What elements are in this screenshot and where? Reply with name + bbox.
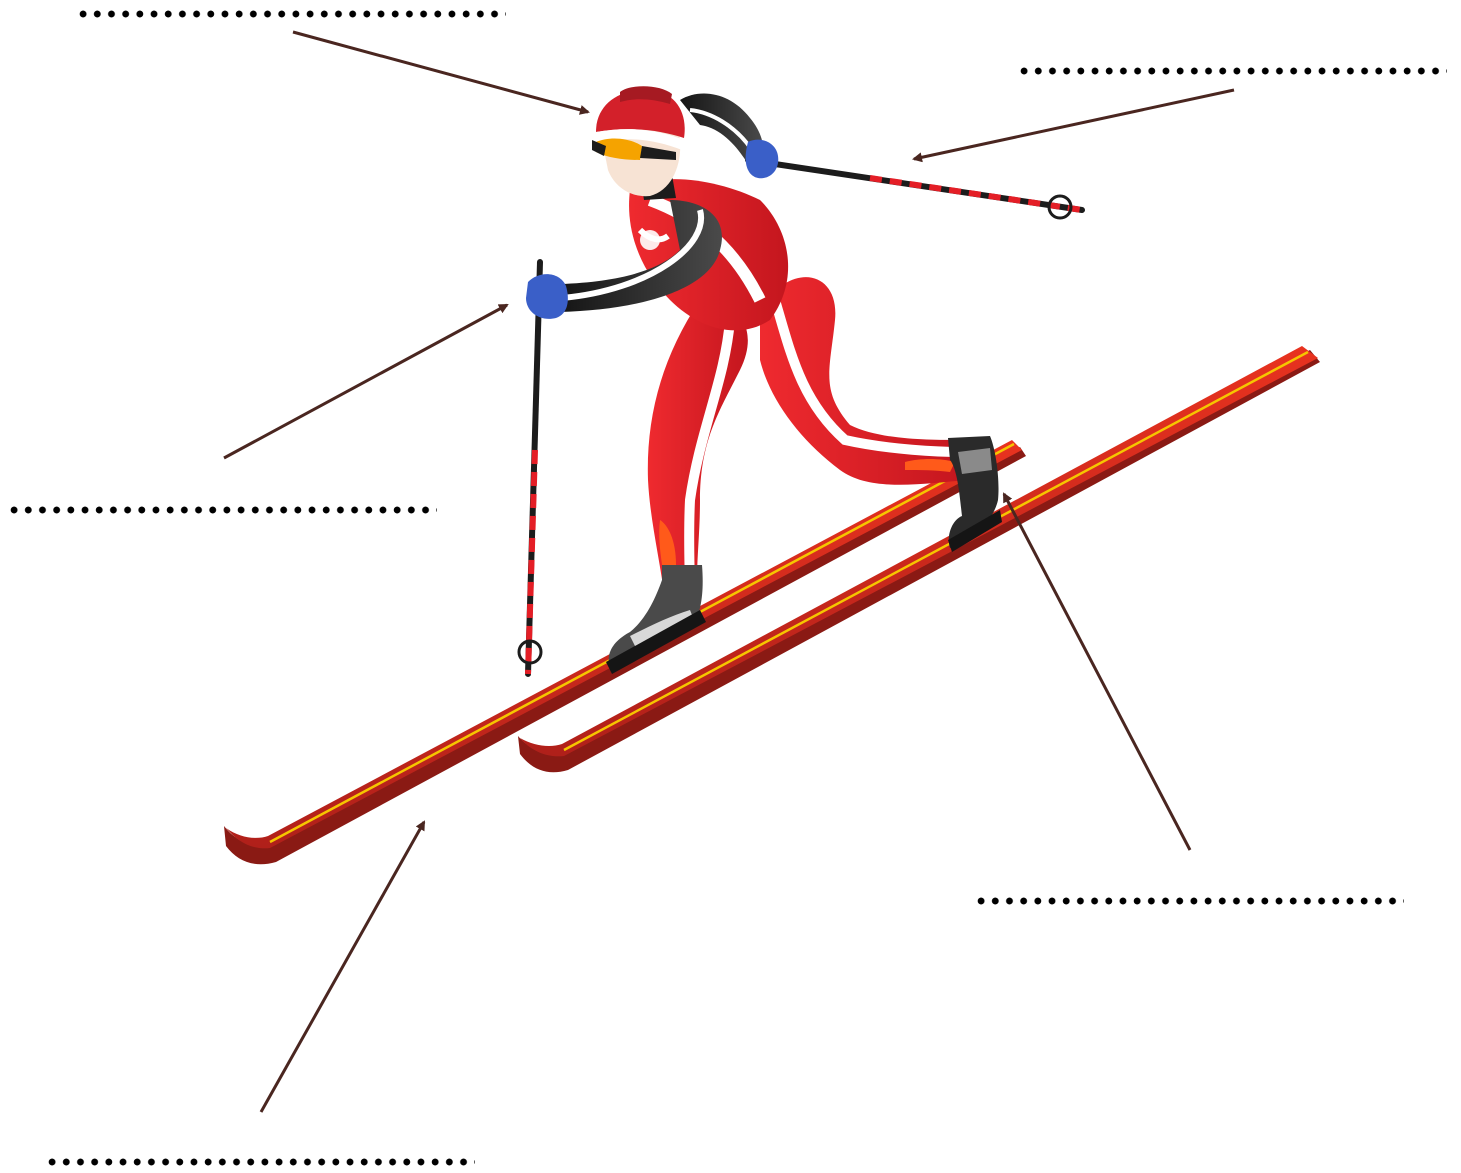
arrow-boot — [1004, 494, 1190, 850]
pole-front — [519, 262, 541, 674]
arrow-pole — [914, 90, 1234, 159]
arrow-ski — [261, 822, 424, 1112]
arrow-glove — [224, 305, 507, 458]
pole-back — [748, 160, 1082, 218]
arrow-hat — [293, 32, 588, 112]
right-ski — [518, 346, 1320, 772]
